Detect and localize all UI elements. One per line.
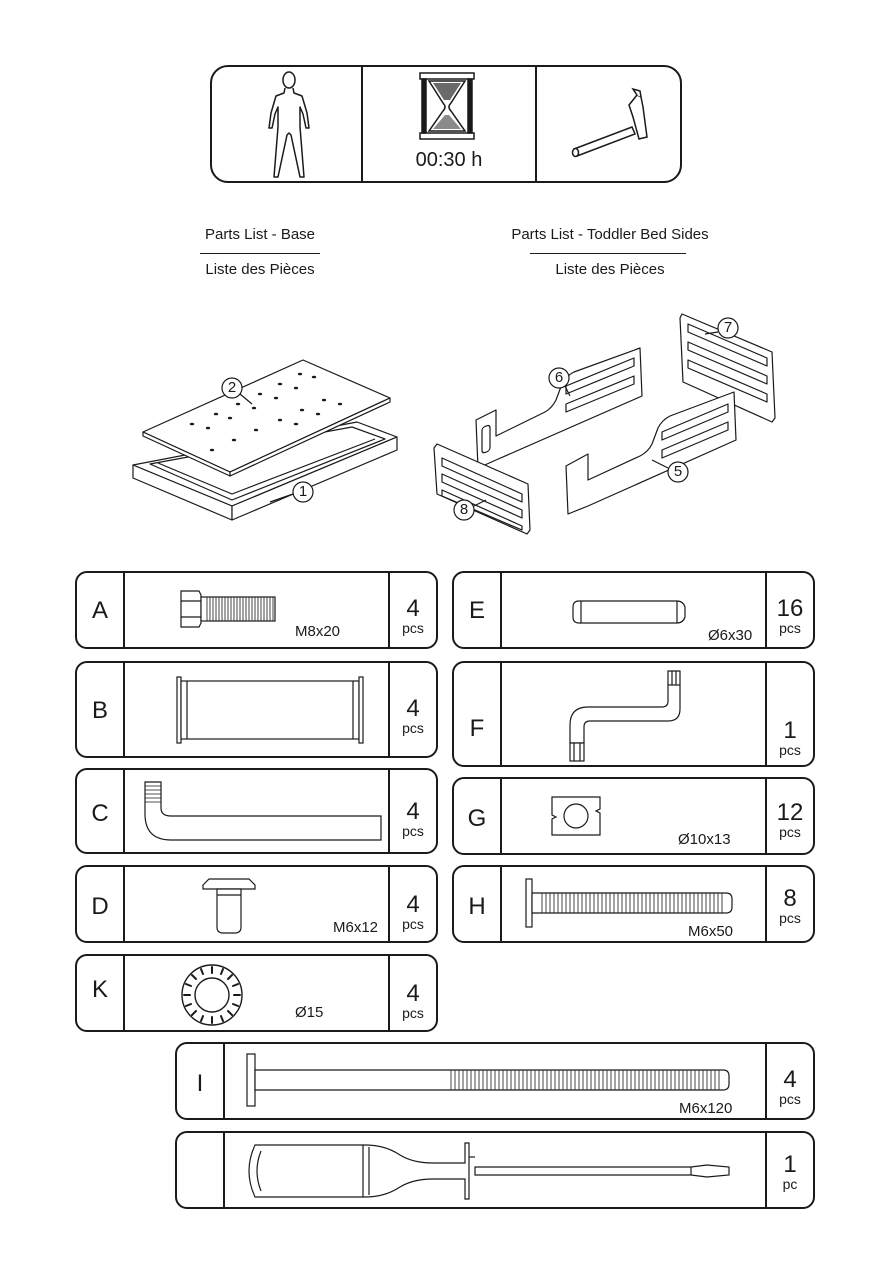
part-letter: F (469, 715, 485, 742)
quantity-unit: pcs (402, 720, 424, 736)
quantity-unit: pcs (779, 742, 801, 758)
lock-washer-icon (181, 964, 243, 1026)
part-quantity: 8 pcs (767, 887, 813, 926)
callout-8: 8 (459, 501, 469, 518)
quantity-value: 4 (783, 1066, 797, 1093)
part-quantity: 12 pcs (767, 801, 813, 840)
part-letter: A (91, 597, 108, 624)
quantity-value: 4 (406, 798, 420, 825)
part-row-k: K Ø15 4 pcs (75, 954, 438, 1032)
callout-6: 6 (554, 369, 564, 386)
time-cell: 00:30 h (363, 67, 535, 181)
part-letter: I (196, 1070, 204, 1097)
part-quantity: 4 pcs (390, 697, 436, 736)
part-quantity: 16 pcs (767, 597, 813, 636)
quantity-unit: pcs (779, 620, 801, 636)
part-row-e: E Ø6x30 16 pcs (452, 571, 815, 649)
part-row-f: F 1 pcs (452, 661, 815, 767)
info-bar: 00:30 h (210, 65, 682, 183)
side-rail-5 (565, 391, 737, 515)
callout-2: 2 (227, 379, 237, 396)
sides-list-subtitle: Liste des Pièces (555, 261, 665, 278)
part-letter: C (91, 800, 109, 827)
quantity-value: 4 (406, 980, 420, 1007)
part-size: M8x20 (295, 623, 341, 640)
quantity-unit: pcs (779, 824, 801, 840)
quantity-value: 4 (406, 695, 420, 722)
callout-7: 7 (723, 319, 733, 336)
part-letter: E (468, 597, 485, 624)
part-size: Ø6x30 (708, 627, 753, 644)
part-quantity: 4 pcs (767, 1068, 813, 1107)
sides-list-title: Parts List - Toddler Bed Sides (511, 226, 709, 243)
screwdriver-icon (248, 1142, 730, 1200)
part-letter: K (91, 976, 108, 1003)
part-row-h: H M6x50 8 pcs (452, 865, 815, 943)
part-quantity: 4 pcs (390, 982, 436, 1021)
part-letter: H (468, 893, 486, 920)
quantity-unit: pcs (402, 1005, 424, 1021)
part-size: M6x12 (333, 919, 379, 936)
quantity-unit: pcs (779, 910, 801, 926)
part-quantity: 4 pcs (390, 893, 436, 932)
long-bolt-icon (246, 1053, 730, 1107)
part-quantity: 4 pcs (390, 597, 436, 636)
quantity-unit: pcs (402, 620, 424, 636)
persons-cell (212, 67, 362, 181)
part-row-b: B 4 pcs (75, 661, 438, 758)
part-row-i: I M6x120 4 pcs (175, 1042, 815, 1120)
quantity-unit: pcs (402, 823, 424, 839)
bolt-icon (525, 878, 733, 928)
part-quantity: 1 pc (767, 1153, 813, 1192)
part-size: Ø15 (295, 1004, 324, 1021)
base-list-subtitle: Liste des Pièces (205, 261, 315, 278)
cap-nut-icon (202, 878, 256, 934)
sides-list-rule (530, 253, 686, 254)
quantity-value: 4 (406, 595, 420, 622)
hammer-icon (571, 87, 648, 158)
part-size: Ø10x13 (678, 831, 731, 848)
l-hook-icon (144, 781, 382, 841)
part-row-c: C 4 pcs (75, 768, 438, 854)
quantity-value: 8 (783, 885, 797, 912)
callout-1: 1 (298, 483, 308, 500)
part-letter: B (91, 697, 108, 724)
base-frame (132, 421, 398, 521)
part-row-g: G Ø10x13 12 pcs (452, 777, 815, 855)
assembly-time: 00:30 h (415, 149, 483, 171)
quantity-value: 12 (776, 799, 804, 826)
quantity-value: 4 (406, 891, 420, 918)
quantity-unit: pc (782, 1176, 798, 1192)
part-quantity: 4 pcs (390, 800, 436, 839)
part-letter: D (91, 893, 109, 920)
callout-5: 5 (673, 463, 683, 480)
part-letter: G (467, 805, 487, 832)
quantity-value: 1 (783, 717, 797, 744)
quantity-unit: pcs (779, 1091, 801, 1107)
top-board (142, 359, 391, 477)
base-list-title: Parts List - Base (204, 226, 316, 243)
tool-cell (537, 67, 680, 181)
hex-bolt-icon (180, 590, 276, 628)
part-quantity: 1 pcs (767, 719, 813, 758)
part-row-screwdriver: 1 pc (175, 1131, 815, 1209)
quantity-unit: pcs (402, 916, 424, 932)
part-row-a: A M8x20 4 pcs (75, 571, 438, 649)
person-icon (268, 71, 310, 178)
part-size: M6x120 (679, 1100, 733, 1117)
base-list-rule (200, 253, 320, 254)
part-row-d: D M6x12 4 pcs (75, 865, 438, 943)
dowel-icon (572, 600, 686, 624)
quantity-value: 1 (783, 1151, 797, 1178)
quantity-value: 16 (776, 595, 804, 622)
board-holes (189, 372, 343, 452)
end-panel-7 (679, 313, 776, 423)
hourglass-icon (419, 72, 475, 140)
side-rail-6 (475, 347, 643, 469)
barrel-nut-icon (551, 796, 601, 836)
spacer-bar-icon (176, 676, 364, 744)
part-size: M6x50 (688, 923, 734, 940)
panels-illustration (132, 313, 776, 535)
allen-key-icon (569, 670, 681, 762)
